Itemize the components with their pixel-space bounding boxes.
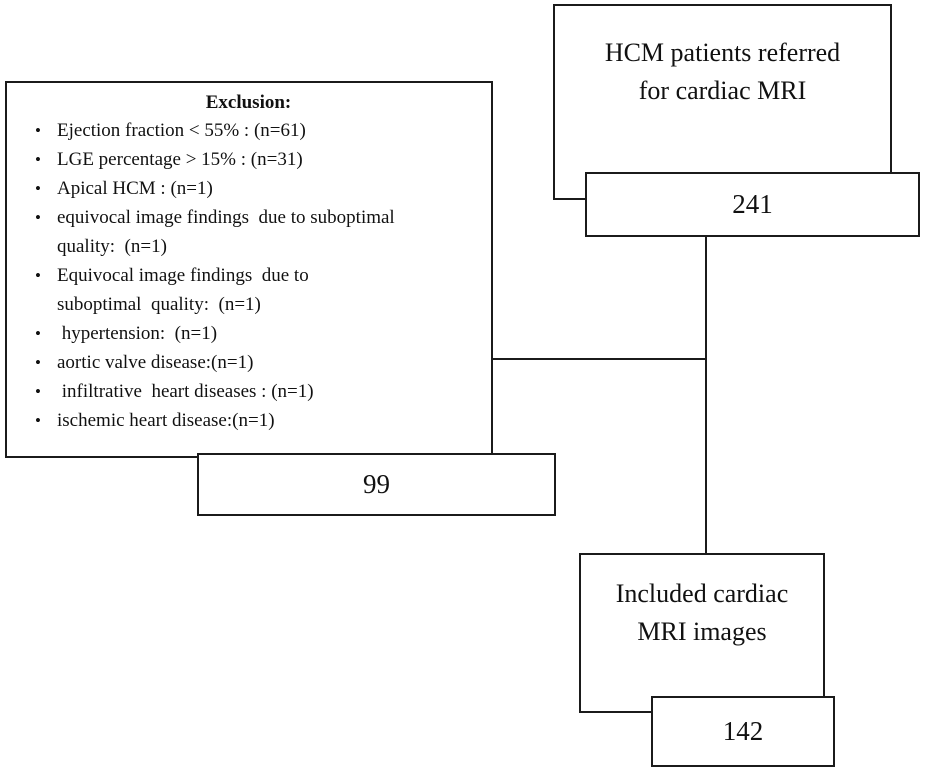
included-count: 142	[722, 716, 764, 746]
included-count-box: 142	[651, 696, 835, 767]
excluded-count: 99	[363, 469, 390, 499]
exclusion-item-text: hypertension: (n=1)	[57, 319, 483, 348]
exclusion-item: • aortic valve disease:(n=1)	[35, 348, 483, 377]
bullet-icon: •	[35, 150, 41, 169]
included-images-box: Included cardiac MRI images	[579, 553, 825, 713]
connector-horizontal-line	[491, 358, 707, 360]
connector-vertical-line	[705, 237, 707, 553]
referred-count: 241	[732, 189, 773, 219]
exclusion-item: • ischemic heart disease:(n=1)	[35, 406, 483, 435]
exclusion-item-line: LGE percentage > 15% : (n=31)	[57, 149, 303, 170]
exclusion-item-line: quality: (n=1)	[57, 236, 167, 257]
referred-count-box: 241	[585, 172, 920, 237]
exclusion-item-text: Apical HCM : (n=1)	[57, 174, 483, 203]
exclusion-item-line: Ejection fraction < 55% : (n=61)	[57, 120, 306, 141]
exclusion-item-line: ischemic heart disease:(n=1)	[57, 410, 275, 431]
exclusion-item-line: Equivocal image findings due to	[57, 265, 309, 286]
bullet-icon: •	[35, 121, 41, 140]
exclusion-title: Exclusion:	[205, 92, 292, 113]
exclusion-item-line: infiltrative heart diseases : (n=1)	[57, 381, 314, 402]
bullet-icon: •	[35, 411, 41, 430]
bullet-icon: •	[35, 266, 41, 285]
excluded-count-box: 99	[197, 453, 556, 516]
bullet-icon: •	[35, 208, 41, 227]
exclusion-item: • infiltrative heart diseases : (n=1)	[35, 377, 483, 406]
bullet-icon: •	[35, 179, 41, 198]
exclusion-item-text: ischemic heart disease:(n=1)	[57, 406, 483, 435]
exclusion-item-text: aortic valve disease:(n=1)	[57, 348, 483, 377]
exclusion-item: • equivocal image findings due to subopti…	[35, 203, 483, 261]
referred-patients-label: HCM patients referred for cardiac MRI	[604, 38, 841, 105]
exclusion-item-text: LGE percentage > 15% : (n=31)	[57, 145, 483, 174]
bullet-icon: •	[35, 324, 41, 343]
exclusion-item: • Equivocal image findings due to suboptim…	[35, 261, 483, 319]
referred-patients-box: HCM patients referred for cardiac MRI	[553, 4, 892, 200]
bullet-icon: •	[35, 353, 41, 372]
included-images-label: Included cardiac MRI images	[615, 579, 789, 646]
exclusion-item: • LGE percentage > 15% : (n=31)	[35, 145, 483, 174]
exclusion-item-text: Ejection fraction < 55% : (n=61)	[57, 116, 483, 145]
exclusion-item-text: Equivocal image findings due to suboptima…	[57, 261, 483, 319]
exclusion-item-line: suboptimal quality: (n=1)	[57, 294, 261, 315]
exclusion-item-text: infiltrative heart diseases : (n=1)	[57, 377, 483, 406]
bullet-icon: •	[35, 382, 41, 401]
exclusion-item-line: equivocal image findings due to suboptim…	[57, 207, 395, 228]
exclusion-item-line: hypertension: (n=1)	[57, 323, 218, 344]
exclusion-item-line: aortic valve disease:(n=1)	[57, 352, 254, 373]
exclusion-box: Exclusion: • Ejection fraction < 55% : (n…	[5, 81, 493, 458]
exclusion-item-line: Apical HCM : (n=1)	[57, 178, 213, 199]
exclusion-item: • hypertension: (n=1)	[35, 319, 483, 348]
exclusion-item: • Ejection fraction < 55% : (n=61)	[35, 116, 483, 145]
exclusion-item-text: equivocal image findings due to suboptim…	[57, 203, 483, 261]
exclusion-item: • Apical HCM : (n=1)	[35, 174, 483, 203]
exclusion-list: • Ejection fraction < 55% : (n=61) • LGE pe…	[14, 116, 483, 435]
